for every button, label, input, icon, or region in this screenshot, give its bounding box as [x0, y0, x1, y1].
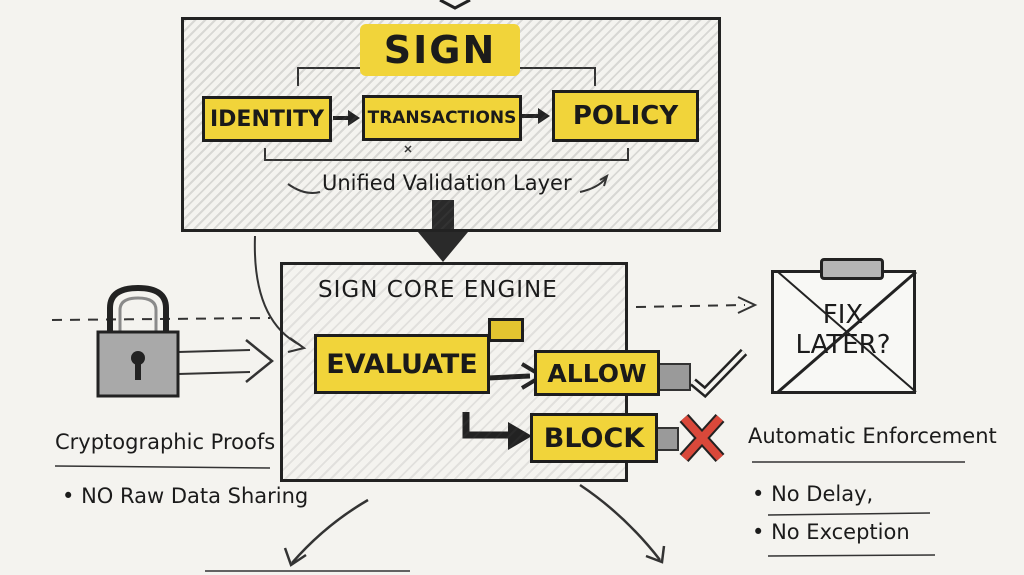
no-delay-label: No Delay, [771, 482, 873, 506]
no-delay-bullet: • No Delay, [752, 482, 873, 506]
no-exception-bullet: • No Exception [752, 520, 910, 544]
automatic-enforcement-label: Automatic Enforcement [748, 424, 997, 448]
bullet-dot: • [752, 520, 771, 544]
no-exception-label: No Exception [771, 520, 910, 544]
bullet-dot: • [752, 482, 771, 506]
